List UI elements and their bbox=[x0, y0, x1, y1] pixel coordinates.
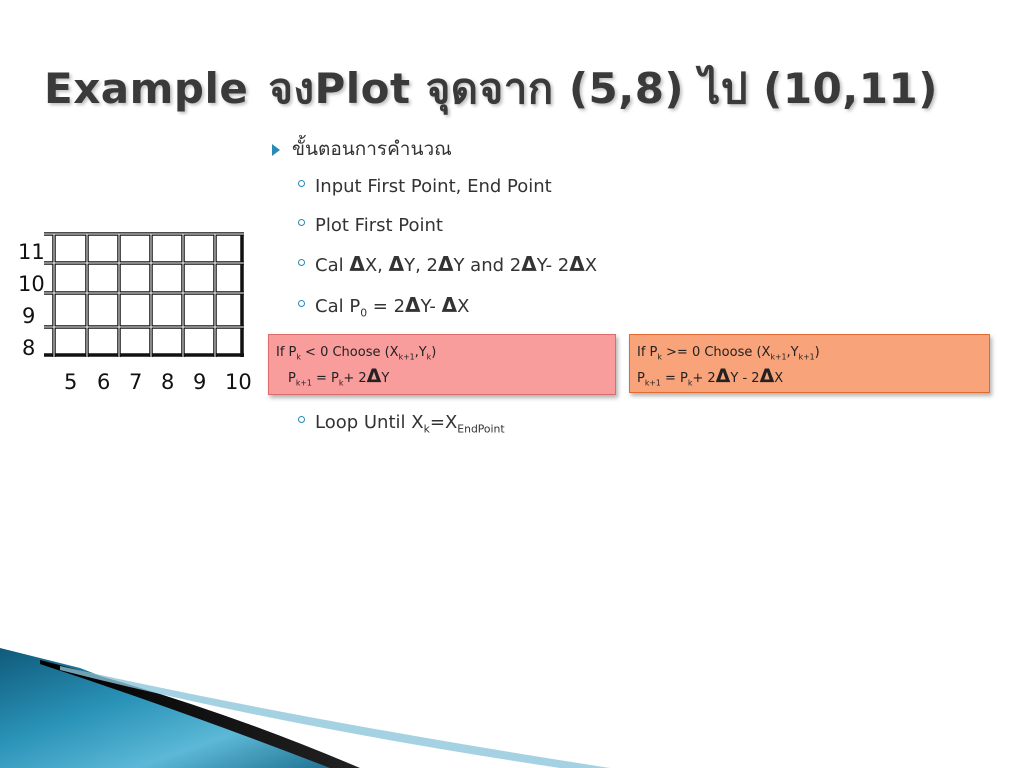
box-right-line1: If Pk >= 0 Choose (Xk+1,Yk+1) bbox=[637, 343, 982, 367]
text: < 0 Choose (X bbox=[300, 345, 399, 360]
text: Y and 2 bbox=[453, 255, 522, 276]
subscript: EndPoint bbox=[457, 422, 505, 436]
bottom-decoration bbox=[0, 648, 610, 768]
slide-title: Example จงPlot จุดจาก (5,8) ไป (10,11) bbox=[44, 56, 938, 122]
subscript: k bbox=[423, 422, 430, 436]
step-loop: Loop Until Xk=XEndPoint bbox=[298, 412, 505, 436]
step-input: Input First Point, End Point bbox=[298, 176, 552, 197]
text: X bbox=[774, 370, 784, 386]
text: X bbox=[584, 255, 598, 276]
triangle-bullet-icon bbox=[272, 143, 280, 156]
grid-x-label: 6 bbox=[97, 370, 111, 394]
grid-y-label: 9 bbox=[22, 304, 36, 328]
delta-symbol: Δ bbox=[437, 252, 454, 276]
subscript: 0 bbox=[360, 306, 368, 320]
box-left-line2: Pk+1 = Pk+ 2ΔY bbox=[276, 364, 608, 393]
text: =X bbox=[429, 412, 458, 433]
subscript: k+1 bbox=[295, 378, 312, 388]
grid-x-label: 8 bbox=[161, 370, 175, 394]
grid-x-label: 10 bbox=[225, 370, 252, 394]
pixel-grid bbox=[44, 232, 244, 357]
box-right-line2: Pk+1 = Pk+ 2ΔY - 2ΔX bbox=[637, 364, 982, 393]
grid-y-label: 10 bbox=[18, 272, 45, 296]
text: If P bbox=[276, 345, 297, 360]
delta-symbol: Δ bbox=[715, 364, 731, 387]
ring-bullet-icon bbox=[298, 218, 305, 226]
delta-symbol: Δ bbox=[569, 252, 585, 276]
grid-x-label: 5 bbox=[64, 370, 78, 394]
grid-x-label: 7 bbox=[129, 370, 143, 394]
text: X bbox=[457, 296, 470, 317]
subscript: k+1 bbox=[398, 352, 415, 362]
subscript: k bbox=[426, 352, 432, 362]
delta-symbol: Δ bbox=[366, 364, 382, 387]
ring-bullet-icon bbox=[298, 415, 305, 423]
subscript: k+1 bbox=[644, 378, 661, 388]
text: Loop Until X bbox=[315, 412, 424, 433]
step-plot: Plot First Point bbox=[298, 215, 443, 236]
grid-y-label: 8 bbox=[22, 336, 36, 360]
text: Y bbox=[381, 370, 390, 386]
subscript: k bbox=[338, 378, 344, 388]
text: Cal bbox=[315, 255, 350, 276]
ring-bullet-icon bbox=[298, 258, 305, 266]
text: = 2 bbox=[367, 296, 406, 317]
text: X, bbox=[364, 255, 389, 276]
text: Y - 2 bbox=[730, 370, 760, 386]
delta-symbol: Δ bbox=[759, 364, 775, 387]
text: ,Y bbox=[414, 345, 427, 360]
dark-swoosh bbox=[40, 660, 360, 768]
subscript: k+1 bbox=[798, 352, 815, 362]
grid-y-label: 11 bbox=[18, 240, 45, 264]
main-bullet-text: ขั้นตอนการคำนวณ bbox=[292, 138, 452, 160]
text: P bbox=[288, 370, 296, 386]
delta-symbol: Δ bbox=[441, 293, 458, 317]
text: >= 0 Choose (X bbox=[661, 345, 771, 360]
text: P bbox=[637, 370, 645, 386]
text: Cal P bbox=[315, 296, 361, 317]
box-p-negative: If Pk < 0 Choose (Xk+1,Yk) Pk+1 = Pk+ 2Δ… bbox=[268, 334, 616, 395]
text: ) bbox=[431, 345, 437, 360]
text: + 2 bbox=[343, 370, 367, 386]
title-example: Example bbox=[44, 64, 249, 113]
step-cal-delta: Cal ΔX, ΔY, 2ΔY and 2ΔY- 2ΔX bbox=[298, 252, 597, 276]
subscript: k bbox=[657, 352, 662, 362]
step-input-text: Input First Point, End Point bbox=[315, 176, 552, 197]
text: Y- bbox=[420, 296, 442, 317]
box-left-line1: If Pk < 0 Choose (Xk+1,Yk) bbox=[276, 343, 608, 367]
delta-symbol: Δ bbox=[388, 252, 405, 276]
ring-bullet-icon bbox=[298, 299, 305, 307]
ring-bullet-icon bbox=[298, 179, 305, 187]
text: = P bbox=[660, 370, 688, 386]
box-p-nonnegative: If Pk >= 0 Choose (Xk+1,Yk+1) Pk+1 = Pk+… bbox=[629, 334, 990, 393]
subscript: k bbox=[687, 378, 693, 388]
text: Y- 2 bbox=[536, 255, 570, 276]
text: Y, 2 bbox=[404, 255, 438, 276]
step-plot-text: Plot First Point bbox=[315, 215, 443, 236]
grid-highlights bbox=[44, 233, 244, 357]
grid-lines bbox=[44, 232, 244, 357]
delta-symbol: Δ bbox=[405, 293, 421, 317]
subscript: k+1 bbox=[770, 352, 787, 362]
delta-symbol: Δ bbox=[521, 252, 537, 276]
text: If P bbox=[637, 345, 658, 360]
text: ) bbox=[814, 345, 820, 360]
step-cal-p0: Cal P0 = 2ΔY- ΔX bbox=[298, 293, 469, 320]
text: + 2 bbox=[692, 370, 716, 386]
title-thai: จงPlot จุดจาก (5,8) ไป (10,11) bbox=[268, 64, 938, 113]
main-bullet: ขั้นตอนการคำนวณ bbox=[272, 134, 452, 164]
delta-symbol: Δ bbox=[349, 252, 365, 276]
text: = P bbox=[311, 370, 339, 386]
subscript: k bbox=[296, 352, 301, 362]
text: ,Y bbox=[786, 345, 799, 360]
grid-x-label: 9 bbox=[193, 370, 207, 394]
